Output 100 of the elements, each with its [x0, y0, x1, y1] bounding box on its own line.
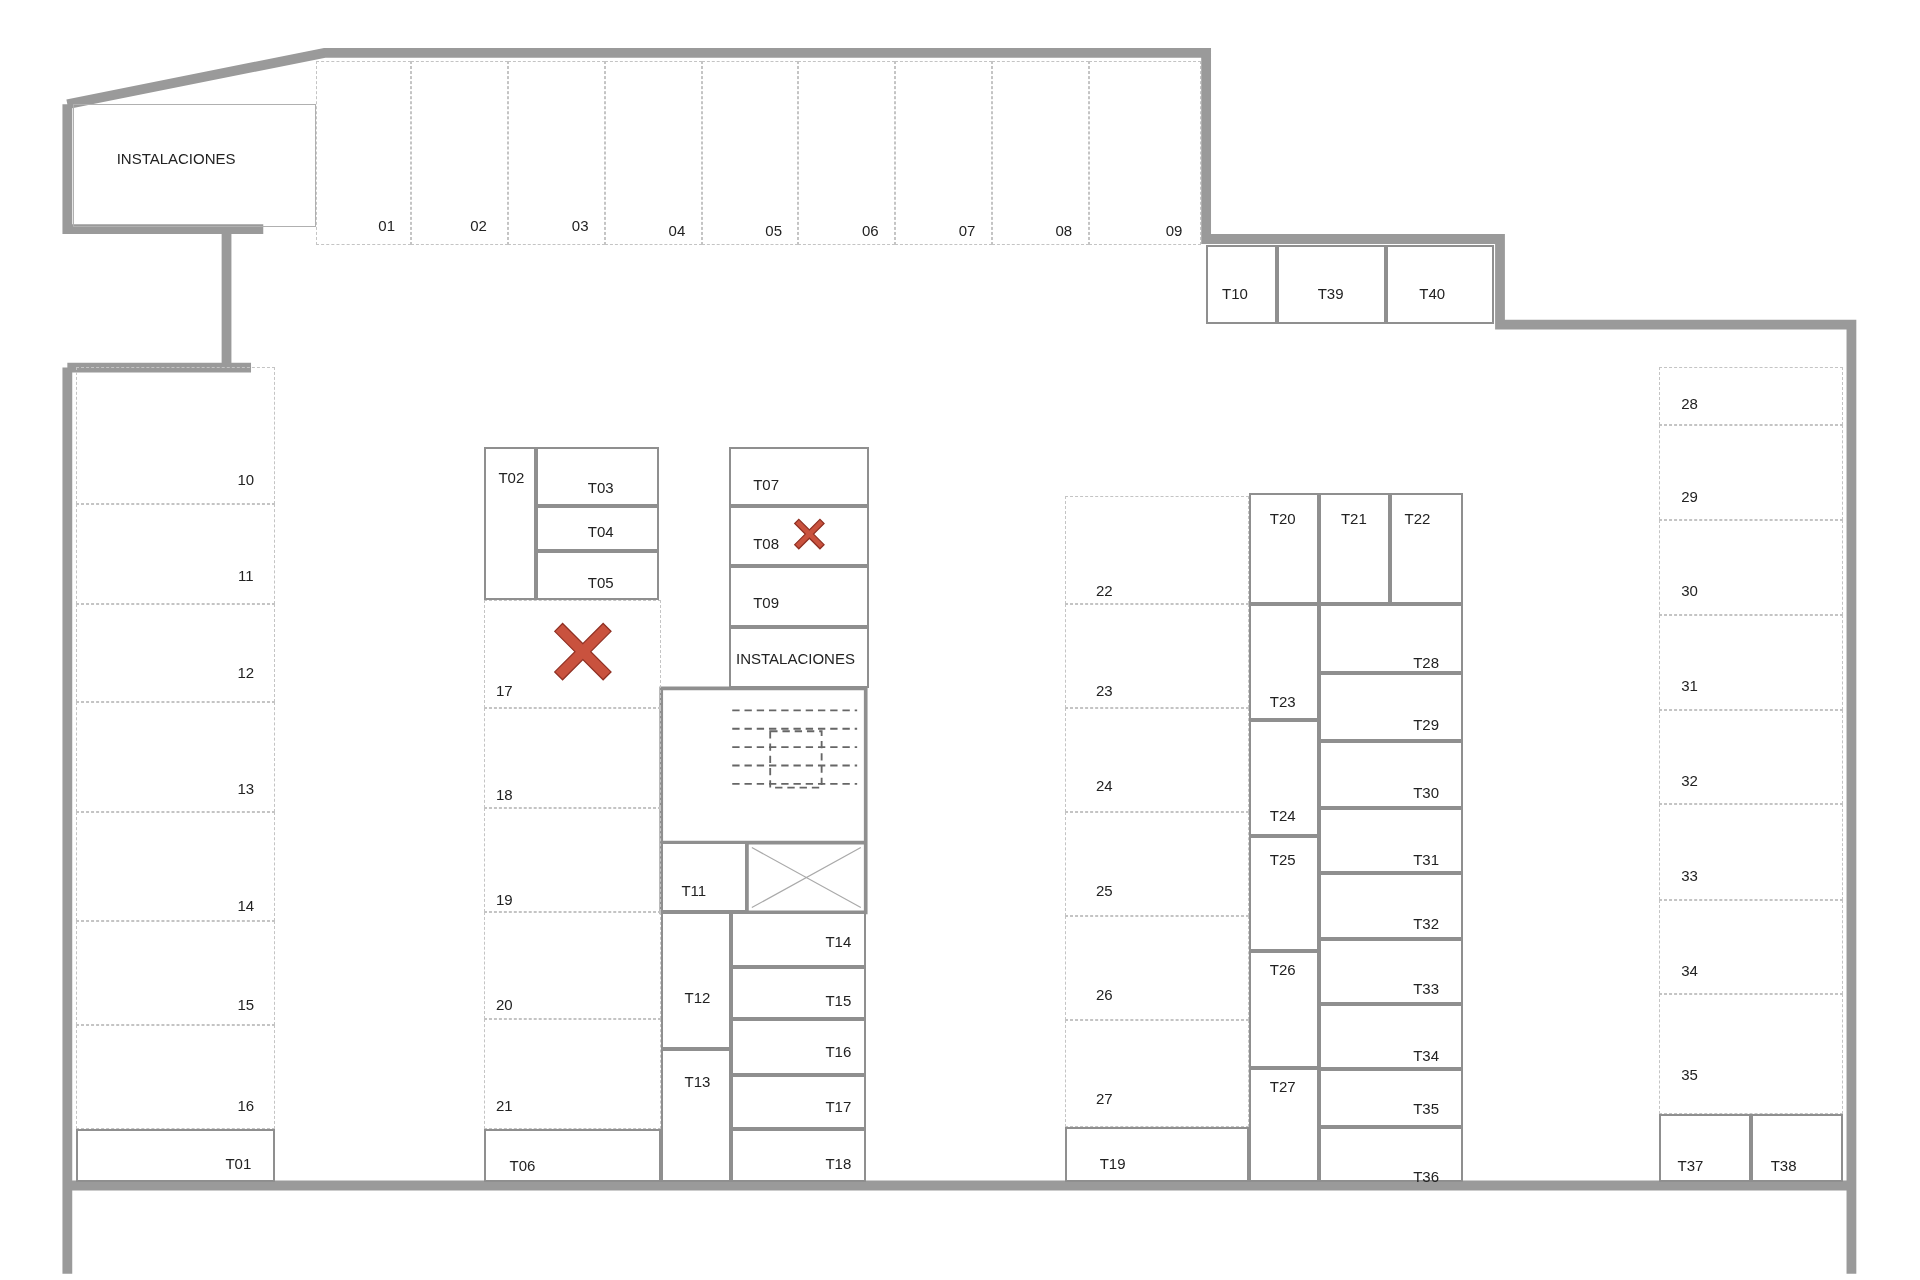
parking-space [1088, 61, 1202, 245]
storage-room [728, 505, 870, 566]
storage-room [1248, 493, 1319, 604]
parking-space [75, 701, 276, 812]
room-label: T11 [681, 881, 707, 899]
room-label: T18 [825, 1154, 852, 1172]
room-label: T02 [498, 468, 525, 486]
room-label: T20 [1269, 509, 1296, 526]
storage-room [731, 1075, 866, 1129]
storage-room [1318, 1126, 1464, 1182]
space-number: 17 [495, 681, 513, 699]
storage-room [661, 842, 747, 913]
space-number: 30 [1681, 581, 1698, 599]
room-label: T09 [753, 593, 779, 611]
parking-space [1659, 614, 1843, 711]
room-label: T10 [1222, 284, 1248, 302]
room-label: T28 [1413, 653, 1439, 671]
space-number: 04 [668, 221, 686, 239]
room-label: T27 [1269, 1077, 1296, 1095]
storage-room [1248, 603, 1319, 720]
storage-room [1318, 493, 1390, 604]
room-label: T31 [1413, 850, 1439, 868]
storage-room [728, 626, 870, 689]
space-number: 08 [1055, 221, 1073, 239]
parking-space [1065, 915, 1249, 1020]
room-label: T19 [1099, 1154, 1126, 1172]
storage-room [728, 446, 870, 506]
storage-room [1318, 603, 1464, 674]
parking-space [701, 61, 799, 245]
parking-space [75, 603, 276, 702]
space-number: 16 [237, 1096, 255, 1114]
parking-space [1659, 520, 1843, 615]
room-label: T12 [684, 989, 711, 1006]
storage-room [1065, 1126, 1249, 1182]
space-number: 19 [495, 890, 513, 908]
space-number: 24 [1095, 776, 1113, 794]
space-number: 02 [470, 216, 487, 234]
parking-space [798, 61, 896, 245]
storage-room [75, 1128, 276, 1182]
storage-room [1318, 873, 1464, 940]
storage-room [1248, 720, 1319, 837]
space-number: 29 [1681, 487, 1698, 505]
space-number: 27 [1095, 1089, 1113, 1107]
space-number: 01 [378, 216, 396, 234]
storage-room [536, 446, 659, 506]
room-label: T05 [587, 573, 614, 591]
storage-room [1318, 939, 1464, 1005]
parking-space [1065, 495, 1249, 604]
parking-space [508, 61, 605, 245]
space-number: 28 [1681, 394, 1698, 412]
storage-room [731, 1128, 866, 1182]
room-label: T30 [1413, 783, 1439, 801]
space-number: 15 [237, 995, 255, 1013]
parking-space [75, 367, 276, 505]
space-number: 32 [1681, 771, 1698, 789]
storage-room [536, 551, 659, 600]
space-number: 31 [1681, 676, 1698, 694]
room-label: T24 [1269, 806, 1296, 824]
space-number: 26 [1095, 985, 1113, 1003]
space-number: 05 [765, 221, 782, 239]
room-label: T37 [1677, 1156, 1704, 1174]
storage-room [1277, 244, 1387, 325]
parking-space [604, 61, 702, 245]
storage-room [483, 1128, 662, 1182]
space-number: 35 [1681, 1065, 1698, 1083]
utility-room [73, 104, 316, 227]
room-label: T21 [1340, 509, 1367, 526]
space-number: 23 [1095, 681, 1113, 699]
storage-room [536, 505, 659, 551]
space-number: 22 [1095, 581, 1113, 599]
space-number: 09 [1165, 221, 1183, 239]
room-label: T33 [1413, 979, 1439, 997]
parking-space [75, 811, 276, 921]
room-label: T36 [1413, 1167, 1439, 1185]
storage-room [1318, 740, 1464, 809]
room-label: T06 [509, 1156, 536, 1174]
parking-space [1659, 900, 1843, 995]
parking-space [1065, 811, 1249, 916]
room-label: T40 [1419, 284, 1446, 302]
storage-room [731, 912, 866, 968]
parking-space [1065, 603, 1249, 708]
storage-room [661, 912, 731, 1050]
storage-room [1248, 1067, 1319, 1182]
storage-room [1659, 1114, 1751, 1182]
room-label: T14 [825, 932, 852, 950]
room-label: T01 [225, 1154, 252, 1172]
storage-room [1389, 493, 1464, 604]
parking-space [75, 1024, 276, 1129]
space-number: 07 [958, 221, 976, 239]
parking-space [991, 61, 1089, 245]
storage-room [483, 446, 537, 600]
storage-room [1206, 244, 1278, 325]
room-label: T35 [1413, 1099, 1439, 1117]
room-label: T04 [587, 522, 614, 540]
storage-room [1318, 808, 1464, 874]
space-number: 25 [1095, 881, 1113, 899]
room-label: T29 [1413, 715, 1439, 733]
room-label: T15 [825, 991, 852, 1009]
parking-space [1659, 804, 1843, 900]
space-number: 20 [495, 995, 513, 1013]
